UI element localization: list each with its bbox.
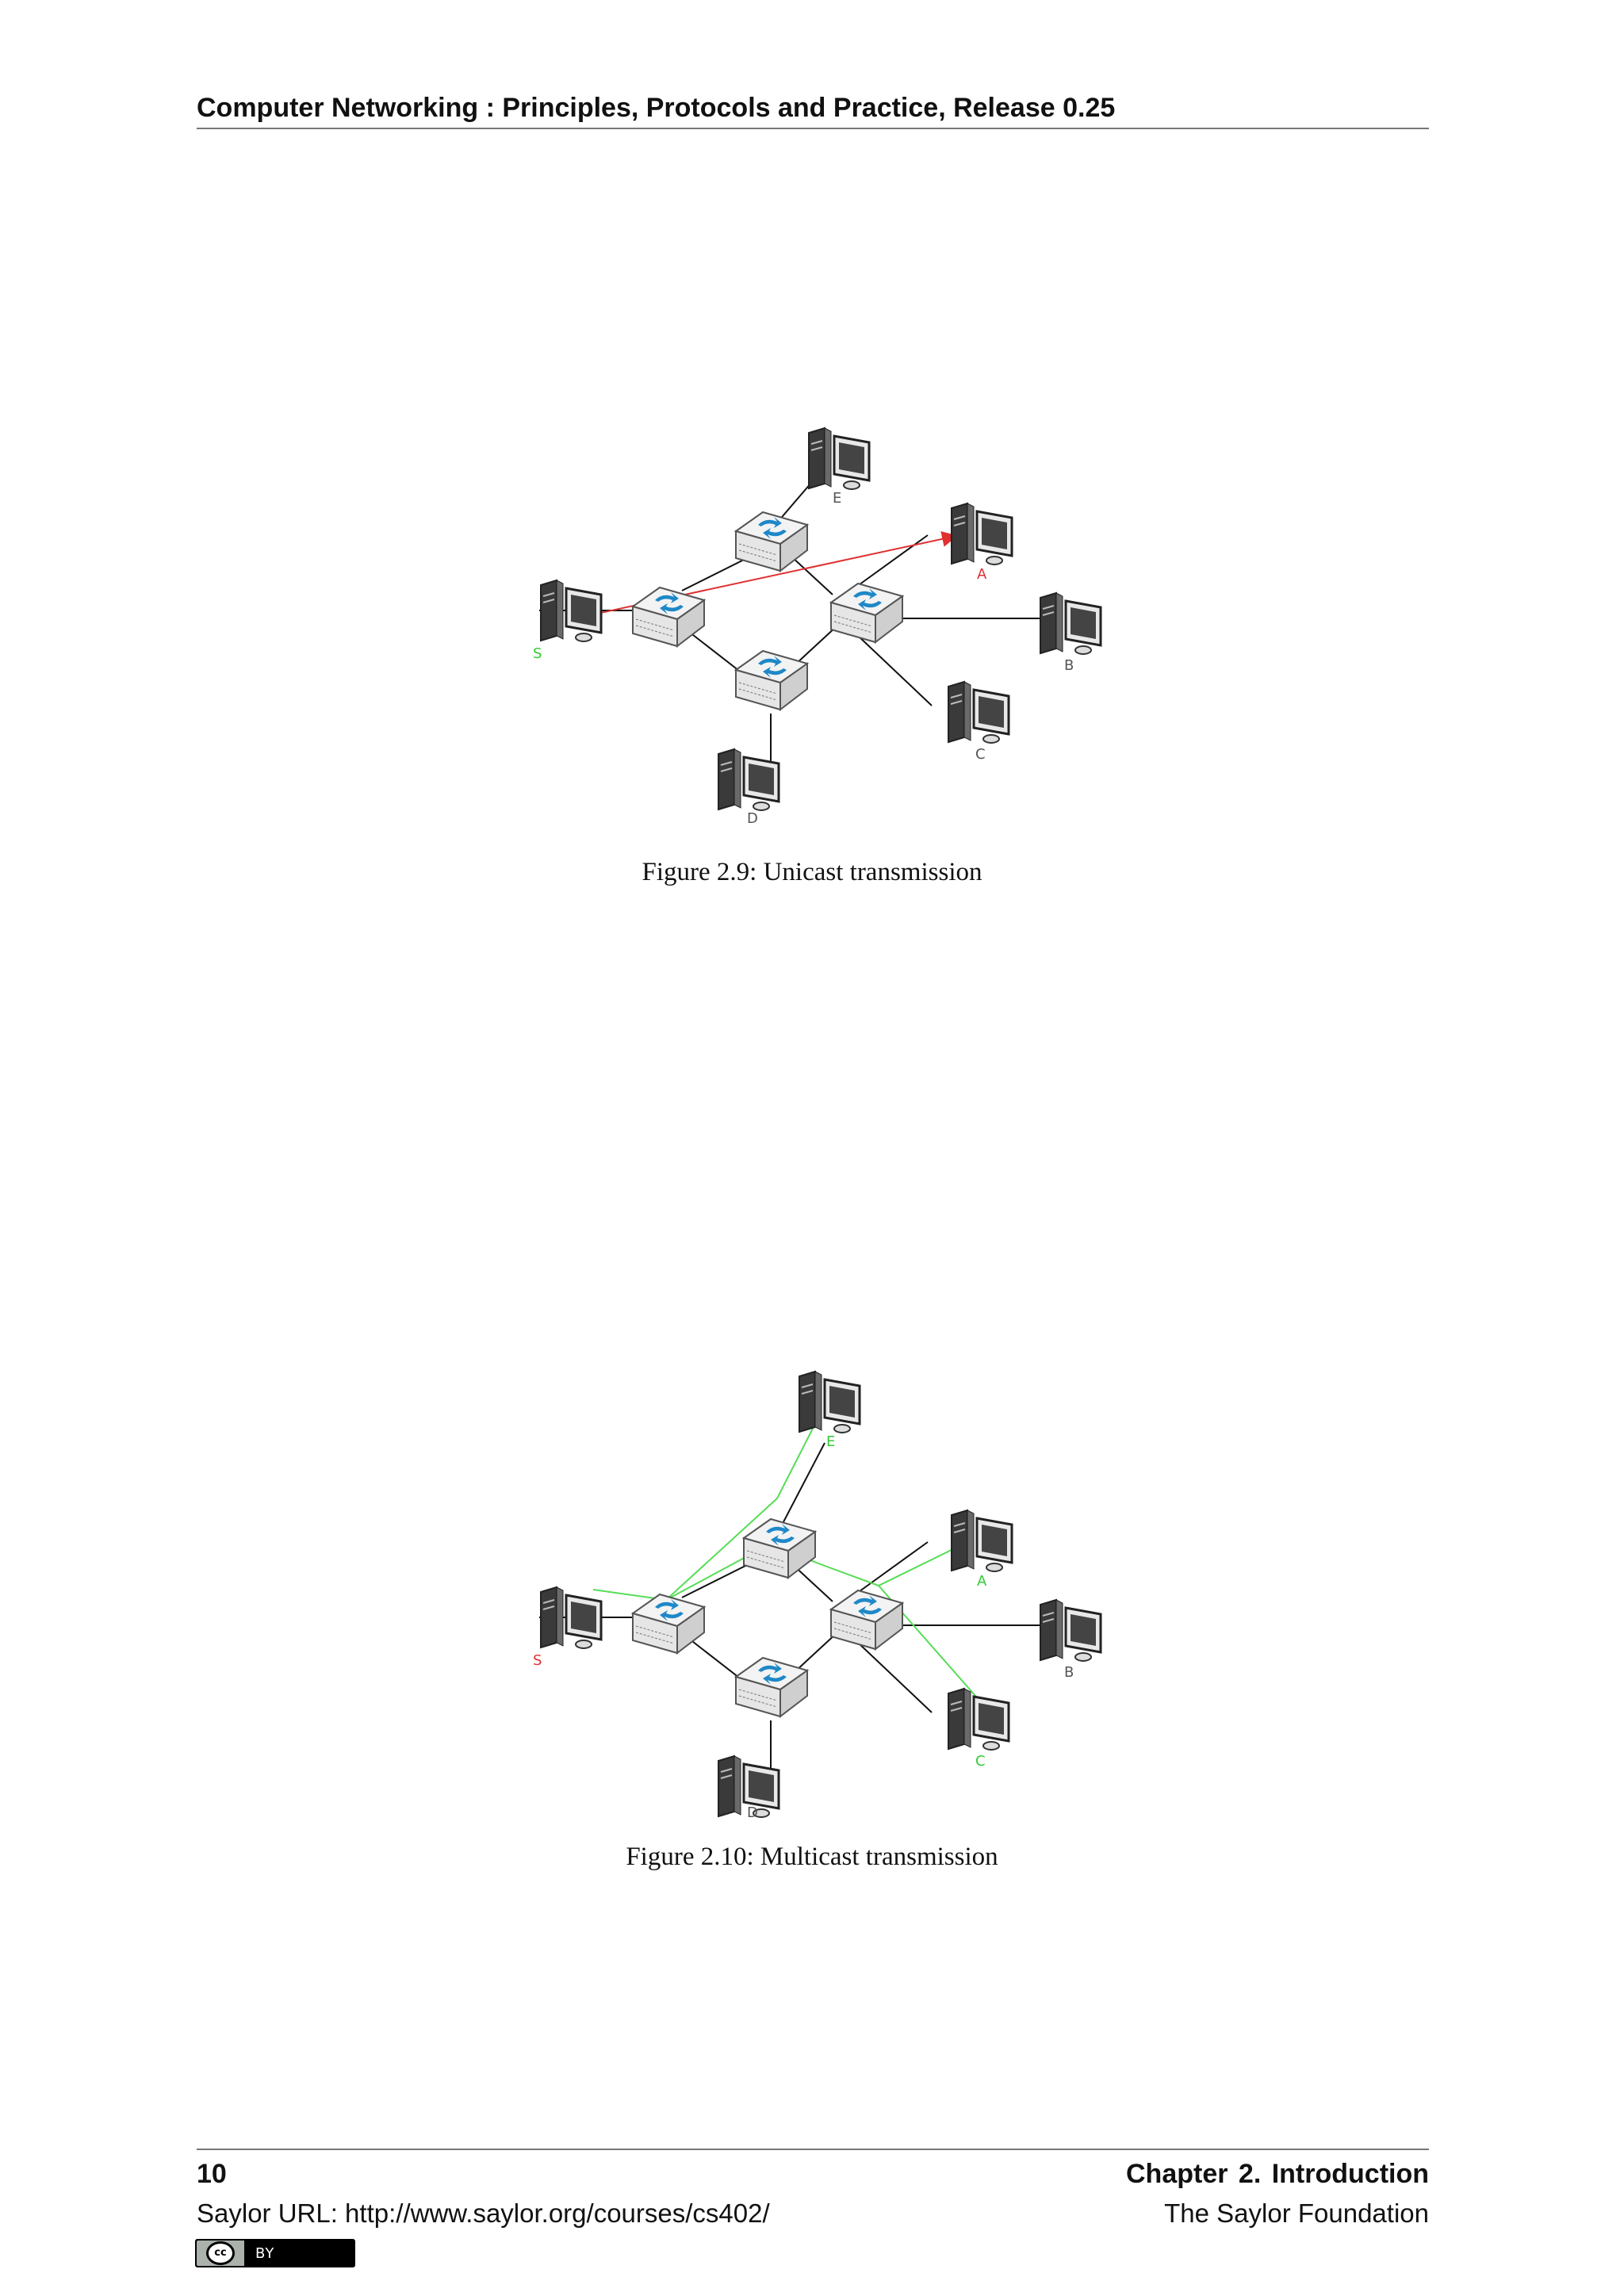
label-d: D <box>747 810 758 827</box>
router-right <box>830 583 903 643</box>
label-s: S <box>533 1652 542 1669</box>
computer-s <box>539 579 603 643</box>
label-e: E <box>833 490 841 507</box>
label-a: A <box>977 1573 987 1590</box>
footer-rule <box>197 2149 1429 2150</box>
publisher-name: The Saylor Foundation <box>1164 2198 1429 2228</box>
computer-c <box>947 1687 1010 1751</box>
cc-by-license-badge: cc BY <box>195 2239 355 2267</box>
page-number: 10 <box>197 2159 227 2189</box>
router-bottom <box>735 1657 808 1717</box>
label-c: C <box>975 746 986 763</box>
label-d: D <box>747 1804 758 1821</box>
cc-by-label: BY <box>255 2244 275 2262</box>
label-c: C <box>975 1753 986 1770</box>
computer-e <box>807 427 871 491</box>
router-left <box>632 1594 705 1654</box>
label-s: S <box>533 645 542 662</box>
label-b: B <box>1064 657 1074 674</box>
multicast-network-diagram: E A S B C D <box>533 1370 1102 1821</box>
router-top <box>743 1518 816 1578</box>
figure-caption-unicast: Figure 2.9: Unicast transmission <box>642 858 982 886</box>
creative-commons-icon: cc <box>197 2241 244 2266</box>
saylor-url: Saylor URL: http://www.saylor.org/course… <box>197 2198 770 2228</box>
computer-b <box>1039 1598 1102 1663</box>
figure-caption-multicast: Figure 2.10: Multicast transmission <box>626 1843 998 1871</box>
unicast-network-diagram: E A S B C D <box>533 427 1102 827</box>
label-b: B <box>1064 1664 1074 1681</box>
header-rule <box>197 128 1429 129</box>
figure-unicast: E A S B C D <box>476 396 1174 840</box>
computer-e <box>798 1370 861 1434</box>
chapter-title: Chapter 2. Introduction <box>1126 2159 1429 2189</box>
label-e: E <box>826 1433 835 1450</box>
router-bottom <box>735 650 808 710</box>
figure-multicast: E A S B C D <box>476 1348 1174 1823</box>
router-right <box>830 1590 903 1650</box>
label-a: A <box>977 566 987 583</box>
computer-a <box>950 1509 1013 1573</box>
computer-b <box>1039 591 1102 656</box>
computer-d <box>717 748 780 812</box>
router-left <box>632 587 705 647</box>
computer-s <box>539 1586 603 1650</box>
computer-c <box>947 680 1010 744</box>
computer-a <box>950 502 1013 566</box>
running-header: Computer Networking : Principles, Protoc… <box>197 93 1116 123</box>
